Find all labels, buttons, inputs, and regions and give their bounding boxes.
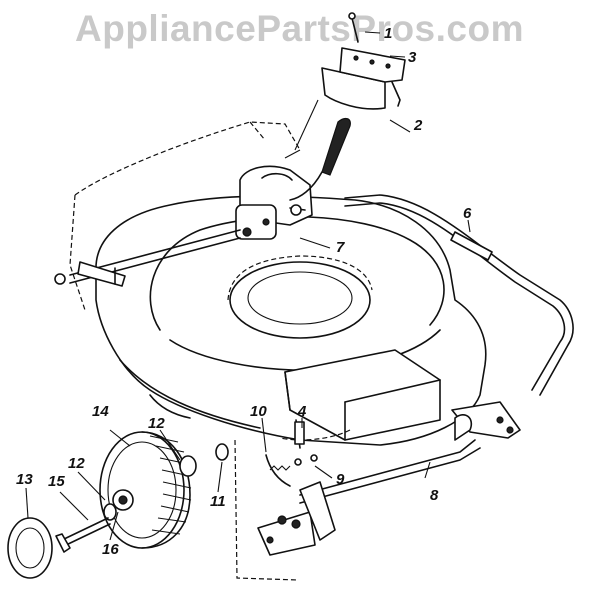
rear-axle-assembly xyxy=(257,401,521,556)
callout-10: 10 xyxy=(250,403,267,420)
throttle-control xyxy=(284,12,406,201)
callout-11: 11 xyxy=(210,493,226,510)
callout-3: 3 xyxy=(408,49,417,66)
callout-16: 16 xyxy=(102,541,119,558)
callout-6: 6 xyxy=(463,205,472,222)
mower-deck xyxy=(69,121,487,446)
callout-12-lower: 12 xyxy=(68,455,85,472)
callout-1: 1 xyxy=(384,25,392,42)
callout-12-upper: 12 xyxy=(148,415,165,432)
handle xyxy=(344,194,574,396)
callout-15: 15 xyxy=(48,473,65,490)
leader-lines xyxy=(25,31,471,581)
engine-assembly xyxy=(235,165,313,240)
wheel-assembly xyxy=(7,431,229,579)
callout-2: 2 xyxy=(413,117,423,134)
watermark-text: AppliancePartsPros.com xyxy=(75,8,524,49)
callout-13: 13 xyxy=(16,471,33,488)
front-axle xyxy=(54,229,241,287)
callout-14: 14 xyxy=(92,403,109,420)
callout-8: 8 xyxy=(430,487,439,504)
callout-7: 7 xyxy=(336,239,345,256)
callout-4: 4 xyxy=(297,403,307,420)
callout-9: 9 xyxy=(336,471,345,488)
